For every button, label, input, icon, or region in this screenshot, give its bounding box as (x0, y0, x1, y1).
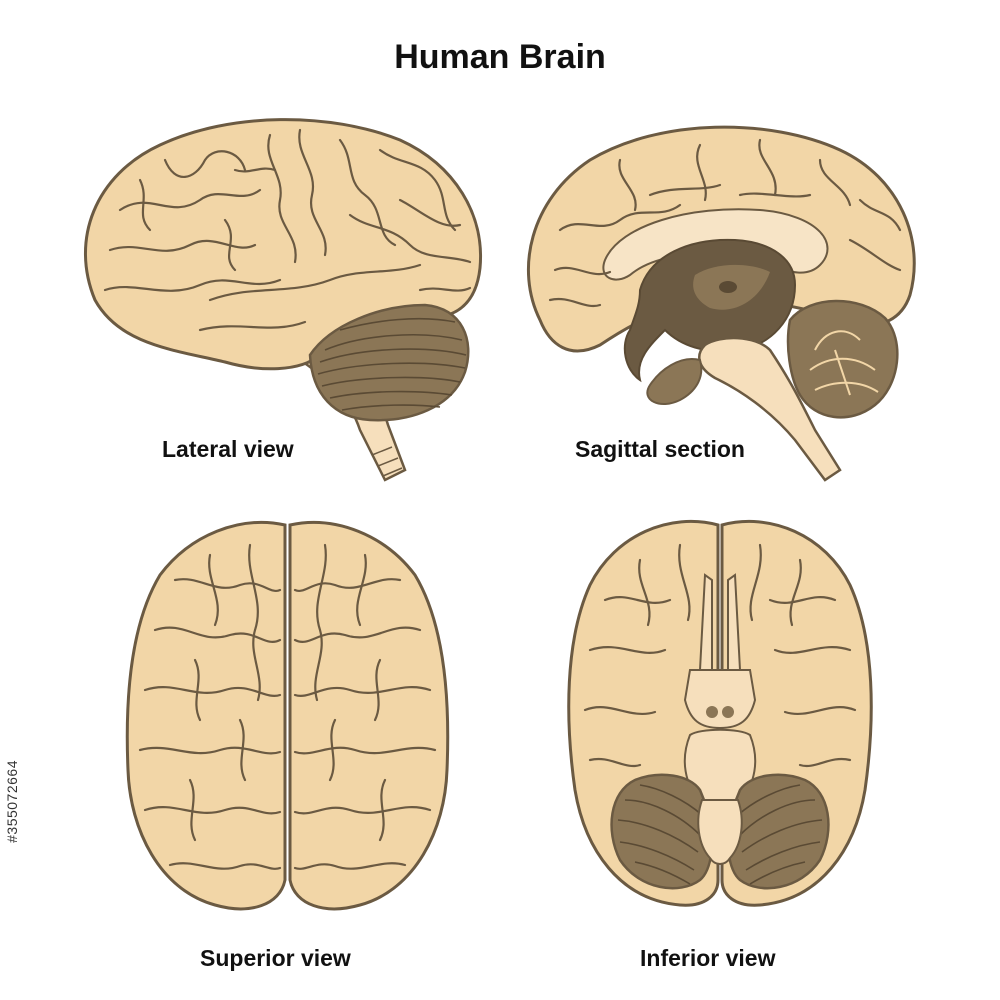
lateral-view-label: Lateral view (162, 436, 294, 462)
inferior-medulla (697, 799, 743, 865)
lateral-view-brain (83, 118, 483, 482)
inferior-brainstem (683, 728, 757, 801)
superior-view-label: Superior view (200, 945, 351, 971)
optic-chiasm (683, 669, 757, 730)
lateral-cerebrum (83, 118, 483, 371)
inferior-view-brain (567, 520, 873, 907)
lateral-cerebellum (308, 303, 470, 422)
stock-id-watermark: #355072664 (4, 760, 20, 843)
superior-view-brain (125, 520, 450, 911)
page-title: Human Brain (394, 38, 606, 76)
superior-left-hemisphere (125, 520, 287, 911)
sagittal-section-brain (527, 125, 916, 482)
superior-right-hemisphere (288, 520, 450, 911)
sagittal-section-label: Sagittal section (575, 436, 745, 462)
inferior-view-label: Inferior view (640, 945, 776, 971)
sagittal-brainstem (698, 336, 842, 482)
